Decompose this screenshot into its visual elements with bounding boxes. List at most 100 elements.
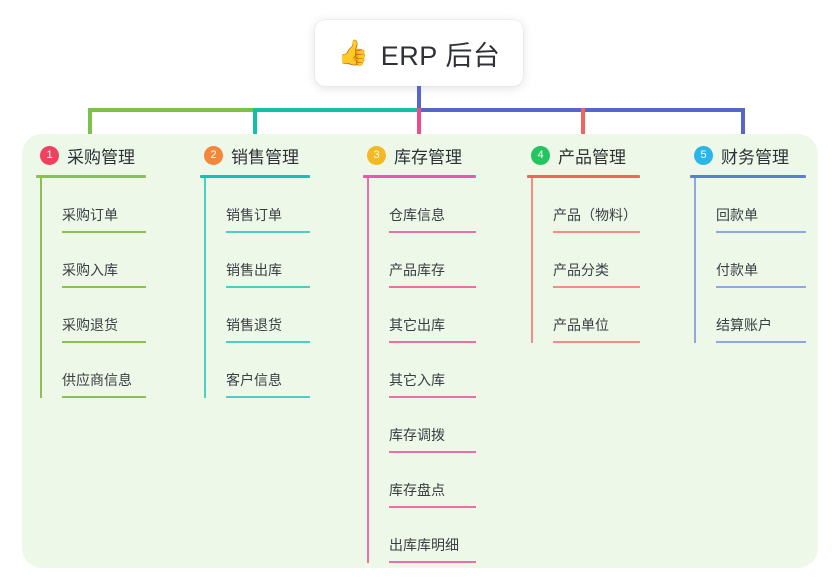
leaf-item[interactable]: 客户信息 <box>204 343 310 398</box>
leaf-item[interactable]: 销售出库 <box>204 233 310 288</box>
leaf-label: 库存调拨 <box>389 427 445 443</box>
leaf-underline <box>716 286 806 288</box>
leaf-label: 付款单 <box>716 262 758 278</box>
connector-spine <box>367 178 369 563</box>
leaf-label: 产品库存 <box>389 262 445 278</box>
leaf-label: 采购订单 <box>62 207 118 223</box>
column-title: 销售管理 <box>231 147 299 167</box>
connector-drop-3 <box>417 108 421 145</box>
connector-drop-5 <box>741 108 745 145</box>
leaf-label: 供应商信息 <box>62 372 132 388</box>
leaf-item[interactable]: 付款单 <box>694 233 806 288</box>
leaf-underline <box>62 396 146 398</box>
root-node-content: 👍 ERP 后台 <box>338 34 501 73</box>
leaf-label: 产品（物料） <box>553 207 637 223</box>
column-3: 3 库存管理仓库信息产品库存其它出库其它入库库存调拨库存盘点出库库明细 <box>363 140 476 563</box>
leaf-item[interactable]: 仓库信息 <box>367 178 476 233</box>
root-node-label: ERP 后台 <box>380 40 501 71</box>
leaf-underline <box>389 561 476 563</box>
thumbs-up-icon: 👍 <box>337 38 369 67</box>
leaf-item[interactable]: 其它入库 <box>367 343 476 398</box>
connector-bus-green <box>88 108 255 112</box>
leaf-label: 销售订单 <box>226 207 282 223</box>
leaf-label: 回款单 <box>716 207 758 223</box>
leaf-item[interactable]: 销售退货 <box>204 288 310 343</box>
column-underline <box>363 175 476 178</box>
column-title: 采购管理 <box>67 147 135 167</box>
column-number-badge: 2 <box>204 145 223 165</box>
connector-spine <box>531 178 533 343</box>
column-title: 库存管理 <box>394 147 462 167</box>
leaf-underline <box>716 231 806 233</box>
column-number-badge: 5 <box>694 145 713 165</box>
column-header[interactable]: 2 销售管理 <box>200 140 310 170</box>
leaf-underline <box>716 341 806 343</box>
leaf-item[interactable]: 采购入库 <box>40 233 146 288</box>
leaf-item[interactable]: 库存盘点 <box>367 453 476 508</box>
column-number-badge: 1 <box>40 145 59 165</box>
diagram-panel <box>22 134 818 568</box>
leaf-underline <box>62 341 146 343</box>
column-header[interactable]: 3 库存管理 <box>363 140 476 170</box>
column-underline <box>200 175 310 178</box>
leaf-item[interactable]: 回款单 <box>694 178 806 233</box>
leaf-label: 其它入库 <box>389 372 445 388</box>
leaf-label: 采购退货 <box>62 317 118 333</box>
leaf-underline <box>553 341 640 343</box>
leaf-list: 销售订单销售出库销售退货客户信息 <box>200 178 310 398</box>
column-header[interactable]: 4 产品管理 <box>527 140 640 170</box>
column-1: 1 采购管理采购订单采购入库采购退货供应商信息 <box>36 140 146 398</box>
column-title: 财务管理 <box>721 147 789 167</box>
column-number-badge: 3 <box>367 145 386 165</box>
leaf-item[interactable]: 销售订单 <box>204 178 310 233</box>
leaf-label: 客户信息 <box>226 372 282 388</box>
leaf-label: 采购入库 <box>62 262 118 278</box>
leaf-item[interactable]: 库存调拨 <box>367 398 476 453</box>
leaf-item[interactable]: 出库库明细 <box>367 508 476 563</box>
leaf-underline <box>226 286 310 288</box>
leaf-label: 其它出库 <box>389 317 445 333</box>
column-4: 4 产品管理产品（物料） 产品分类产品单位 <box>527 140 640 343</box>
leaf-list: 仓库信息产品库存其它出库其它入库库存调拨库存盘点出库库明细 <box>363 178 476 563</box>
leaf-item[interactable]: 采购订单 <box>40 178 146 233</box>
connector-spine <box>204 178 206 398</box>
leaf-item[interactable]: 结算账户 <box>694 288 806 343</box>
leaf-underline <box>389 506 476 508</box>
connector-spine <box>694 178 696 343</box>
leaf-underline <box>389 396 476 398</box>
column-number-badge: 4 <box>531 145 550 165</box>
leaf-item[interactable]: 产品（物料） <box>531 178 640 233</box>
root-node[interactable]: 👍 ERP 后台 <box>315 20 523 86</box>
column-title: 产品管理 <box>558 147 626 167</box>
leaf-underline <box>226 396 310 398</box>
column-header[interactable]: 5 财务管理 <box>690 140 806 170</box>
leaf-underline <box>389 451 476 453</box>
leaf-item[interactable]: 其它出库 <box>367 288 476 343</box>
leaf-underline <box>226 231 310 233</box>
column-2: 2 销售管理销售订单销售出库销售退货客户信息 <box>200 140 310 398</box>
leaf-list: 回款单付款单结算账户 <box>690 178 806 343</box>
column-header[interactable]: 1 采购管理 <box>36 140 146 170</box>
leaf-underline <box>553 286 640 288</box>
leaf-item[interactable]: 产品单位 <box>531 288 640 343</box>
leaf-item[interactable]: 采购退货 <box>40 288 146 343</box>
leaf-label: 销售出库 <box>226 262 282 278</box>
leaf-list: 产品（物料） 产品分类产品单位 <box>527 178 640 343</box>
leaf-item[interactable]: 产品库存 <box>367 233 476 288</box>
connector-drop-4 <box>581 108 585 145</box>
connector-spine <box>40 178 42 398</box>
leaf-underline <box>62 231 146 233</box>
leaf-list: 采购订单采购入库采购退货供应商信息 <box>36 178 146 398</box>
leaf-underline <box>226 341 310 343</box>
column-5: 5 财务管理回款单付款单结算账户 <box>690 140 806 343</box>
leaf-label: 产品分类 <box>553 262 609 278</box>
leaf-label: 销售退货 <box>226 317 282 333</box>
leaf-label: 产品单位 <box>553 317 609 333</box>
leaf-item[interactable]: 供应商信息 <box>40 343 146 398</box>
leaf-item[interactable]: 产品分类 <box>531 233 640 288</box>
connector-drop-1 <box>88 108 92 145</box>
leaf-underline <box>62 286 146 288</box>
leaf-label: 出库库明细 <box>389 537 459 553</box>
connector-bus-teal <box>253 108 419 112</box>
column-underline <box>527 175 640 178</box>
